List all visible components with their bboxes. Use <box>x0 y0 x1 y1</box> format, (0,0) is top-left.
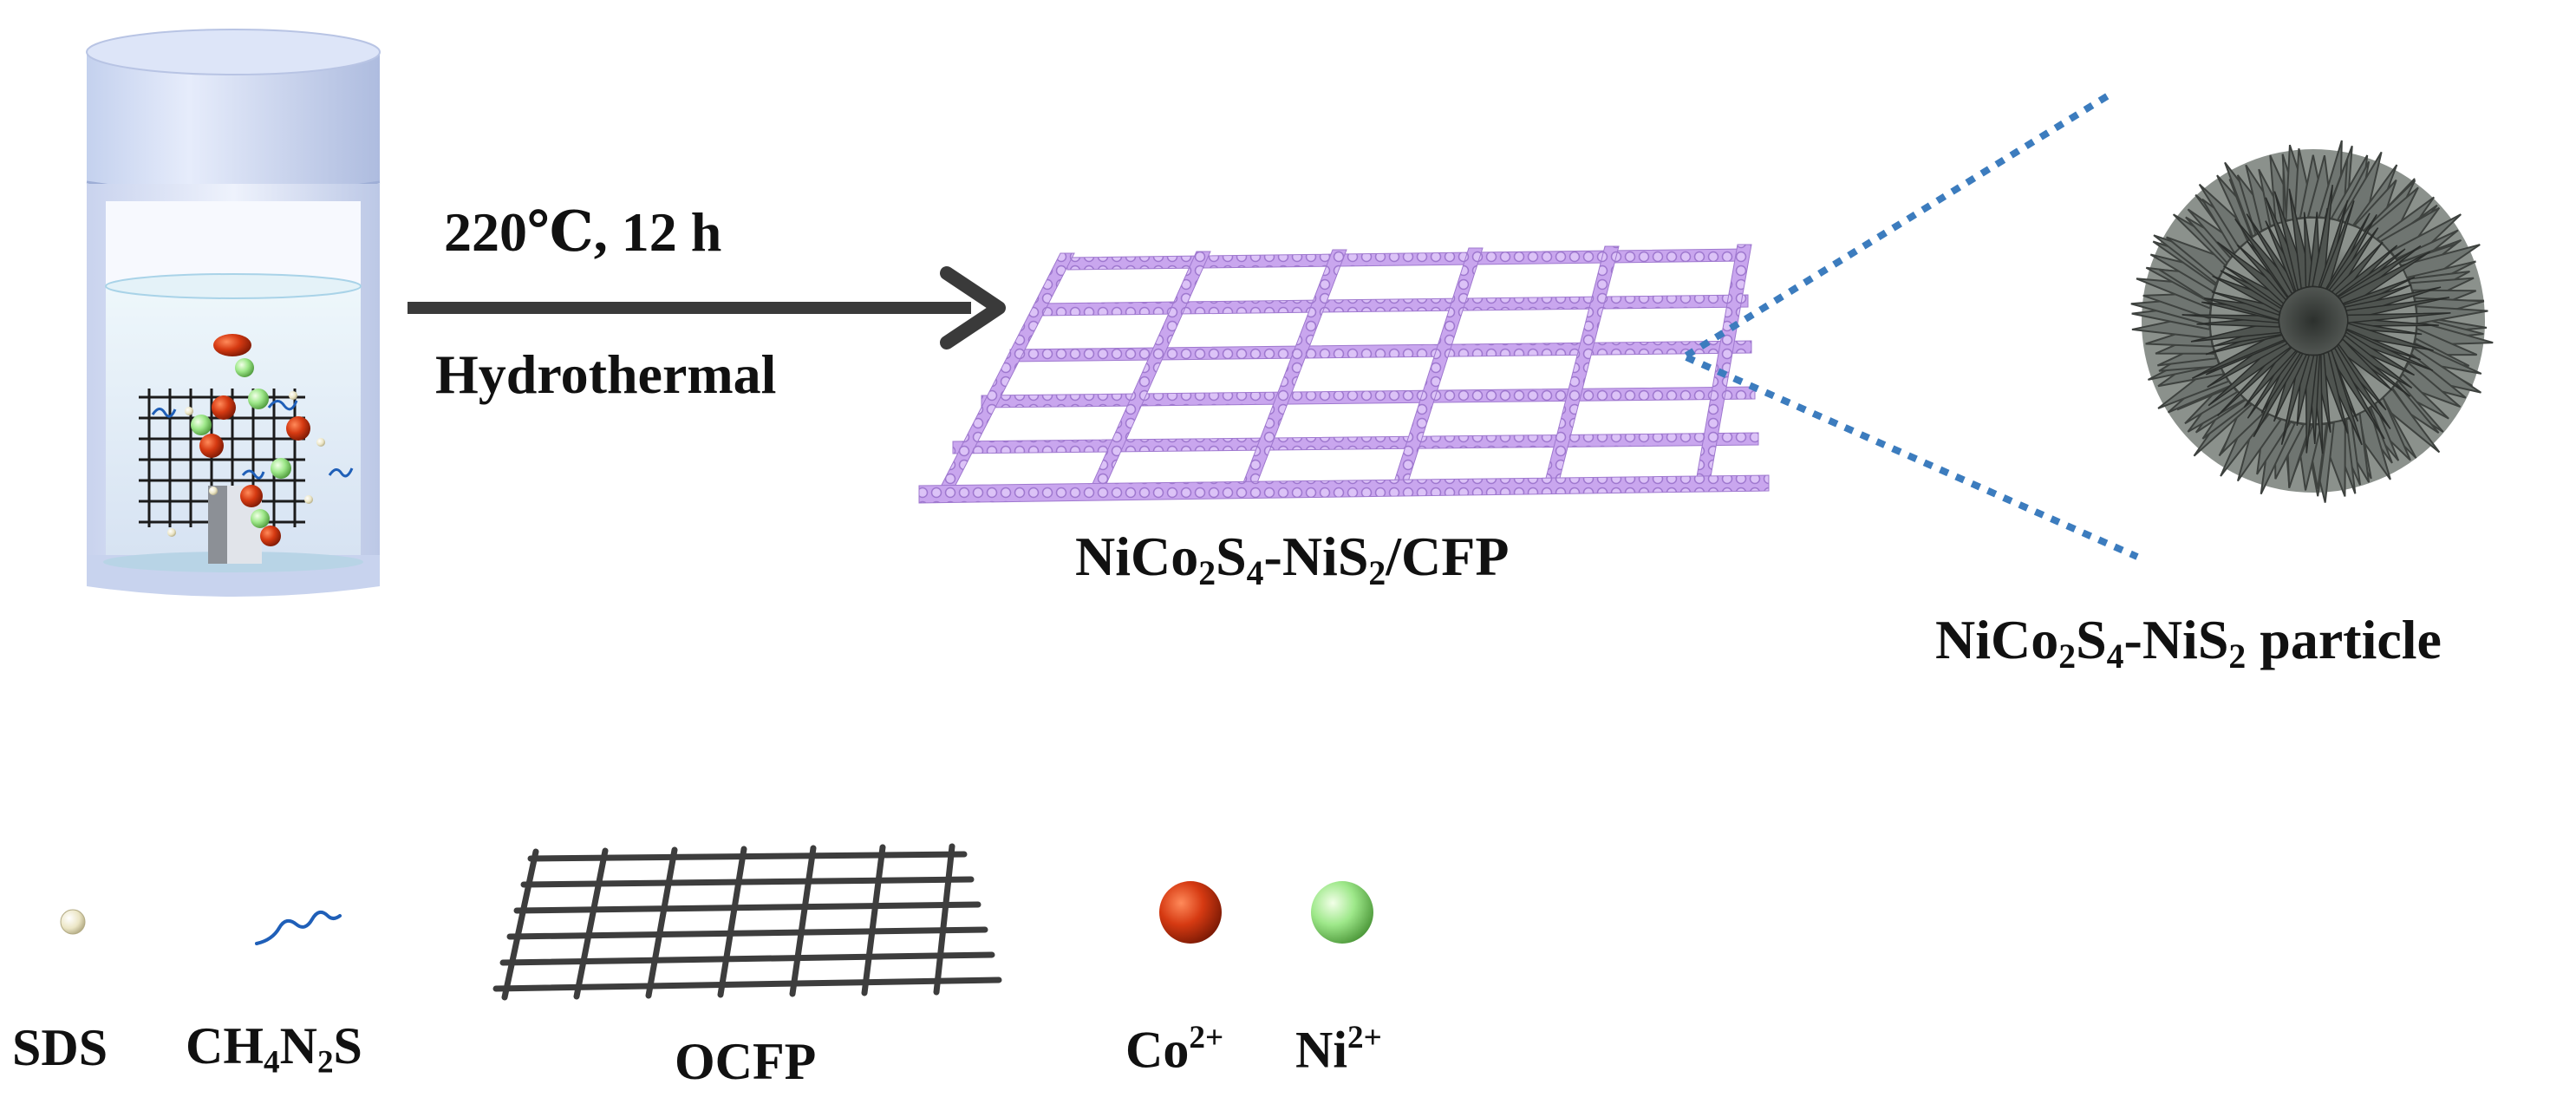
legend-sds-label: SDS <box>12 1019 108 1076</box>
particle-label: NiCo2S4-NiS2 particle <box>1935 609 2442 676</box>
legend-cobalt-ion <box>1159 881 1222 944</box>
legend-cobalt-label: Co2+ <box>1125 1020 1224 1079</box>
legend-ocfp-mesh <box>492 843 1002 1001</box>
method-label: Hydrothermal <box>435 343 777 405</box>
particle-spike <box>2221 397 2266 454</box>
particle-spike <box>2377 388 2441 454</box>
zoom-indicator-lines <box>1684 90 2139 560</box>
particle-spike <box>2346 312 2451 323</box>
product-label: NiCo2S4-NiS2/CFP <box>1075 526 1510 593</box>
legend-ocfp-label: OCFP <box>675 1033 817 1090</box>
autoclave-reactor <box>86 29 381 597</box>
urchin-particle <box>2130 140 2494 503</box>
particle-spike <box>2166 236 2231 281</box>
legend-sds-sphere <box>60 909 86 935</box>
legend-nickel-label: Ni2+ <box>1295 1020 1382 1079</box>
legend-nickel-ion <box>1311 881 1373 944</box>
cfp-coated-mesh <box>918 244 1770 504</box>
legend-thiourea-chain <box>255 910 342 945</box>
particle-spike <box>2334 338 2393 391</box>
condition-label: 220℃, 12 h <box>444 201 722 263</box>
process-arrow <box>408 266 1006 349</box>
particle-spike <box>2312 184 2333 289</box>
particle-spike <box>2319 200 2355 291</box>
legend-thiourea-label: CH4N2S <box>186 1017 362 1081</box>
